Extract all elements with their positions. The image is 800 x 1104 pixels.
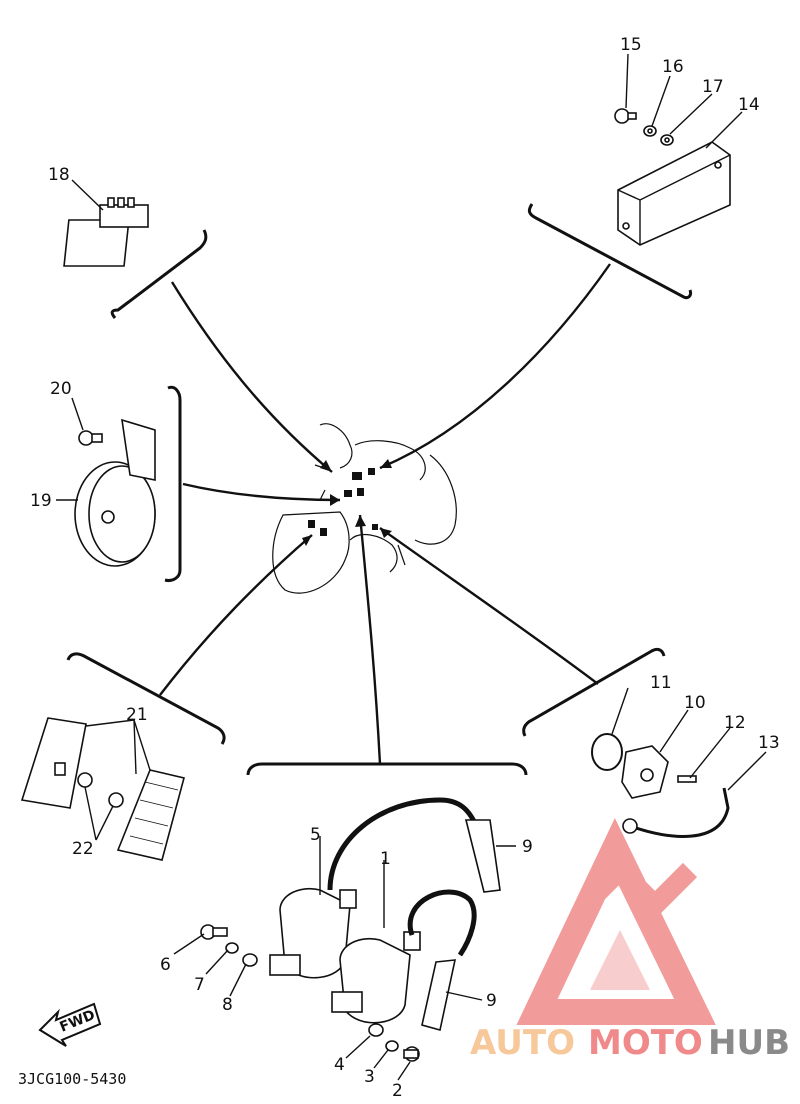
reflector-21-right [116, 769, 185, 861]
callout-15: 15 [620, 35, 642, 55]
callout-7: 7 [194, 975, 205, 995]
callout-4: 4 [334, 1055, 345, 1075]
mount-markers [308, 468, 378, 536]
callout-16: 16 [662, 57, 684, 77]
group-bracket-sensor [522, 647, 666, 737]
watermark-text-auto: AUTO [470, 1023, 575, 1063]
callout-11: 11 [650, 673, 672, 693]
leader-lines [159, 263, 611, 765]
group-bracket-igniter [527, 203, 692, 300]
sensor-10 [621, 745, 669, 799]
callout-8: 8 [222, 995, 233, 1015]
fwd-arrow-icon: FWD [38, 1002, 102, 1047]
washer-16 [643, 125, 657, 137]
coil-mount-hardware [200, 924, 420, 1062]
lead-wire-13 [622, 787, 730, 838]
watermark-logo [516, 818, 716, 1025]
callout-3: 3 [364, 1067, 375, 1087]
watermark-text-moto: MOTO [588, 1023, 703, 1063]
callout-1: 1 [380, 849, 391, 869]
callout-10: 10 [684, 693, 706, 713]
o-ring-11 [591, 733, 623, 771]
diagram-code: 3JCG100-5430 [18, 1070, 126, 1088]
callout-14: 14 [738, 95, 760, 115]
callout-9-upper: 9 [522, 837, 533, 857]
screw-12 [677, 775, 697, 783]
callout-20: 20 [50, 379, 72, 399]
callout-19: 19 [30, 491, 52, 511]
bolt-15 [614, 108, 637, 124]
group-bracket-coil [246, 762, 528, 776]
bolt-20 [78, 430, 103, 446]
spark-plug-cap-9-lower [421, 959, 457, 1031]
watermark-text-hub: HUB [708, 1023, 790, 1063]
washer-17 [660, 134, 674, 146]
callout-5: 5 [310, 825, 321, 845]
group-bracket-reflector [66, 652, 226, 745]
callout-17: 17 [702, 77, 724, 97]
horn-part [74, 418, 156, 567]
ignition-coil-1 [331, 889, 477, 1024]
relay-part [63, 197, 149, 267]
callout-18: 18 [48, 165, 70, 185]
callout-21: 21 [126, 705, 148, 725]
callout-2: 2 [392, 1081, 403, 1101]
spark-plug-cap-9-upper [464, 819, 501, 893]
nut-22 [77, 772, 124, 808]
callout-6: 6 [160, 955, 171, 975]
reflector-21-left [20, 717, 87, 809]
group-bracket-horn [164, 385, 182, 582]
leader-arrowheads [302, 459, 392, 546]
callout-9-lower: 9 [486, 991, 497, 1011]
igniter-unit-part [617, 141, 731, 246]
callout-leaders [56, 53, 767, 1081]
group-bracket-relay [110, 229, 208, 319]
ignition-coil-5 [269, 797, 481, 979]
callout-13: 13 [758, 733, 780, 753]
callout-12: 12 [724, 713, 746, 733]
callout-22: 22 [72, 839, 94, 859]
